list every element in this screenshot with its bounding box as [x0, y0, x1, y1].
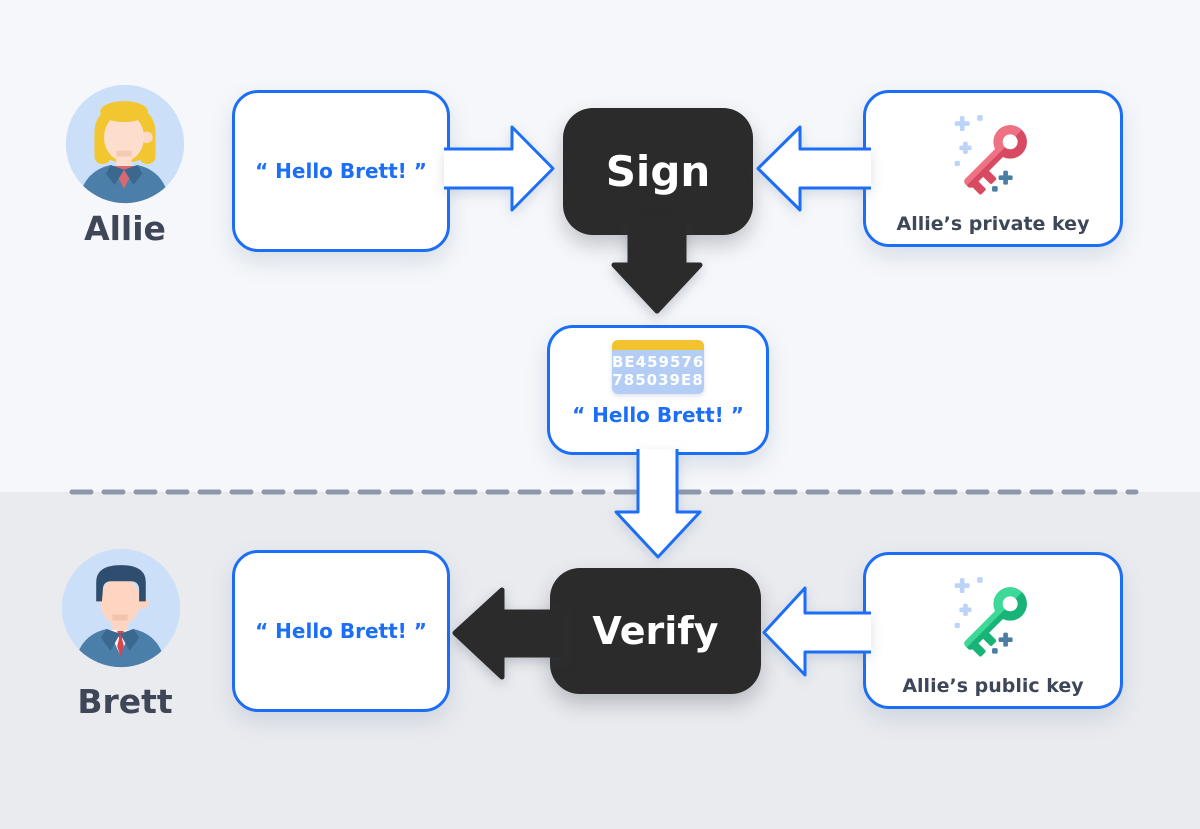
brett-name-label: Brett	[77, 682, 173, 721]
sign-action-label: Sign	[605, 147, 711, 196]
signature-hash-line2: 785039E8	[612, 371, 704, 389]
signature-hash-body: BE459576 785039E8	[612, 350, 704, 394]
sign-action-box: Sign	[563, 108, 753, 235]
verified-message-box: “ Hello Brett! ”	[232, 550, 450, 712]
arrow-private-key-to-sign	[756, 125, 871, 212]
signature-hash-badge: BE459576 785039E8	[612, 340, 704, 394]
verify-action-box: Verify	[550, 568, 761, 694]
public-key-caption: Allie’s public key	[902, 675, 1084, 697]
public-key-icon	[954, 577, 1027, 657]
allie-avatar	[65, 84, 185, 204]
key-sparkles-light	[954, 115, 983, 166]
key-shape	[964, 125, 1027, 195]
key-sparkles-steel	[992, 632, 1013, 654]
brett-avatar-figure	[74, 565, 166, 668]
private-key-caption: Allie’s private key	[896, 213, 1090, 235]
public-key-box: Allie’s public key	[863, 552, 1123, 709]
signed-message-text: “ Hello Brett! ”	[572, 403, 744, 427]
arrow-message-to-sign	[444, 125, 555, 212]
plain-message-text: “ Hello Brett! ”	[255, 159, 427, 183]
private-key-icon	[954, 115, 1027, 195]
key-sparkles-light	[954, 577, 983, 628]
key-shape	[964, 587, 1027, 657]
brett-avatar	[61, 548, 181, 668]
signature-hash-topbar	[612, 340, 704, 350]
private-key-box: Allie’s private key	[863, 90, 1123, 247]
allie-avatar-figure	[78, 101, 170, 204]
arrow-sign-to-signed-message	[611, 219, 703, 314]
signature-hash-line1: BE459576	[612, 353, 704, 371]
verify-action-label: Verify	[592, 609, 719, 653]
verified-message-text: “ Hello Brett! ”	[255, 619, 427, 643]
signed-message-box: BE459576 785039E8 “ Hello Brett! ”	[547, 325, 769, 455]
allie-name-label: Allie	[84, 209, 166, 248]
key-sparkles-steel	[992, 170, 1013, 192]
plain-message-box: “ Hello Brett! ”	[232, 90, 450, 252]
